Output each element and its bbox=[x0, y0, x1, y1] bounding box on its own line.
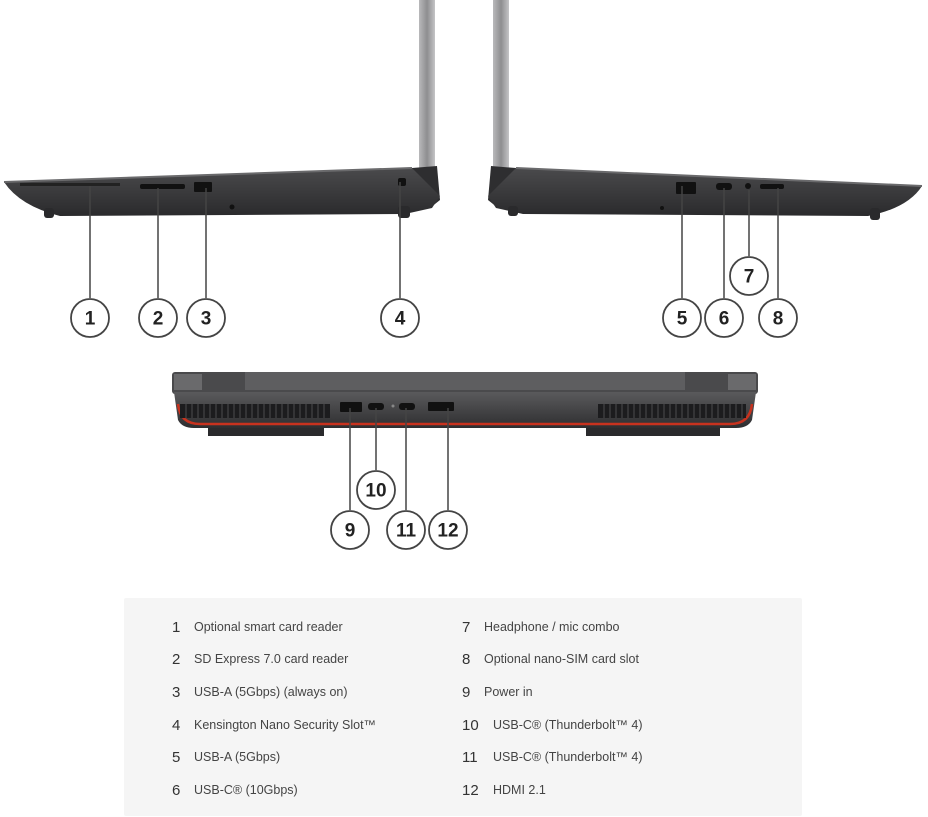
callout-circle-5 bbox=[662, 298, 702, 338]
callout-circle-9 bbox=[330, 510, 370, 550]
legend-label: HDMI 2.1 bbox=[493, 783, 546, 797]
callout-circle-4 bbox=[380, 298, 420, 338]
legend-item: 7 Headphone / mic combo bbox=[462, 616, 620, 638]
legend-number: 7 bbox=[462, 618, 471, 636]
legend-label: Optional smart card reader bbox=[194, 620, 343, 634]
callout-label-7: 7 bbox=[744, 267, 755, 288]
legend-item: 6 USB-C® (10Gbps) bbox=[172, 779, 298, 801]
legend-number: 5 bbox=[172, 748, 181, 766]
legend-number: 12 bbox=[462, 781, 479, 799]
legend-label: Headphone / mic combo bbox=[484, 620, 620, 634]
legend-label: Kensington Nano Security Slot™ bbox=[194, 718, 377, 732]
legend-number: 11 bbox=[462, 748, 478, 766]
callout-label-2: 2 bbox=[153, 309, 164, 330]
legend-number: 1 bbox=[172, 618, 181, 636]
callout-group bbox=[70, 256, 798, 550]
right-side-view bbox=[488, 0, 923, 220]
legend-number: 6 bbox=[172, 781, 181, 799]
legend-label: Power in bbox=[484, 685, 533, 699]
legend-label: USB-C® (10Gbps) bbox=[194, 783, 298, 797]
leader-lines bbox=[89, 182, 779, 510]
rear-view bbox=[172, 372, 758, 436]
callout-circle-12 bbox=[428, 510, 468, 550]
legend-item: 9 Power in bbox=[462, 681, 533, 703]
legend-item: 3 USB-A (5Gbps) (always on) bbox=[172, 681, 348, 703]
legend-number: 2 bbox=[172, 650, 181, 668]
legend-number: 4 bbox=[172, 716, 181, 734]
legend-item: 2 SD Express 7.0 card reader bbox=[172, 648, 348, 670]
callout-label-12: 12 bbox=[437, 521, 458, 542]
legend-number: 9 bbox=[462, 683, 471, 701]
callout-circle-11 bbox=[386, 510, 426, 550]
callout-circle-10 bbox=[356, 470, 396, 510]
callout-label-5: 5 bbox=[677, 309, 688, 330]
legend-item: 1 Optional smart card reader bbox=[172, 616, 343, 638]
legend-number: 8 bbox=[462, 650, 471, 668]
legend-item: 4 Kensington Nano Security Slot™ bbox=[172, 714, 376, 736]
callout-circle-8 bbox=[758, 298, 798, 338]
legend-label: USB-C® (Thunderbolt™ 4) bbox=[493, 718, 643, 732]
laptop-ports-diagram: 1 2 3 4 5 6 7 8 9 10 11 12 bbox=[3, 0, 923, 550]
callout-label-8: 8 bbox=[773, 309, 784, 330]
legend-item: 10 USB-C® (Thunderbolt™ 4) bbox=[462, 714, 643, 736]
legend-item: 8 Optional nano-SIM card slot bbox=[462, 648, 639, 670]
legend-item: 12 HDMI 2.1 bbox=[462, 779, 546, 801]
callout-label-6: 6 bbox=[719, 309, 730, 330]
callout-label-11: 11 bbox=[396, 521, 417, 542]
legend-item: 5 USB-A (5Gbps) bbox=[172, 746, 280, 768]
legend-label: USB-A (5Gbps) (always on) bbox=[194, 685, 348, 699]
legend-number: 3 bbox=[172, 683, 181, 701]
callout-label-9: 9 bbox=[345, 521, 356, 542]
callout-label-1: 1 bbox=[85, 309, 96, 330]
legend-label: USB-C® (Thunderbolt™ 4) bbox=[493, 750, 643, 764]
callout-circle-3 bbox=[186, 298, 226, 338]
left-side-view bbox=[3, 0, 440, 218]
callout-circle-6 bbox=[704, 298, 744, 338]
legend-number: 10 bbox=[462, 716, 479, 734]
callout-circle-2 bbox=[138, 298, 178, 338]
callout-label-4: 4 bbox=[395, 309, 406, 330]
legend-item: 11 USB-C® (Thunderbolt™ 4) bbox=[462, 746, 643, 768]
callout-label-10: 10 bbox=[365, 481, 386, 502]
legend-label: USB-A (5Gbps) bbox=[194, 750, 281, 764]
legend-label: Optional nano-SIM card slot bbox=[484, 652, 639, 666]
port-legend: 1 Optional smart card reader 2 SD Expres… bbox=[124, 598, 802, 816]
callout-label-3: 3 bbox=[201, 309, 212, 330]
callout-circle-7 bbox=[729, 256, 769, 296]
callout-circle-1 bbox=[70, 298, 110, 338]
legend-label: SD Express 7.0 card reader bbox=[194, 652, 349, 666]
